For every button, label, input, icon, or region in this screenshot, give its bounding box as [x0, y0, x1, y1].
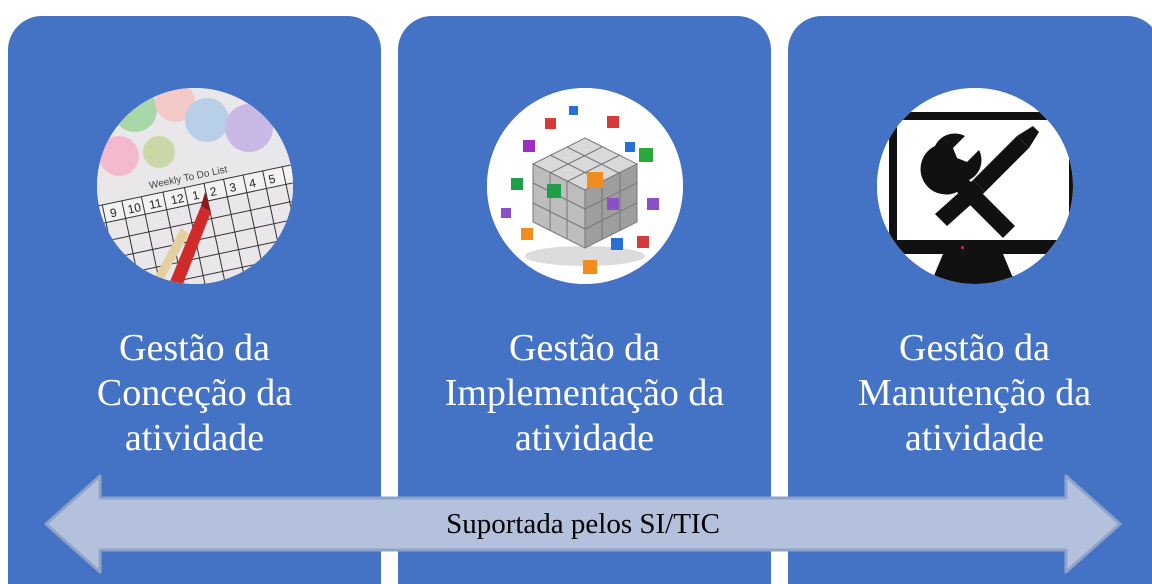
hour-label: 5: [267, 172, 277, 187]
hour-label: 10: [126, 200, 142, 217]
card-title-line: atividade: [514, 417, 655, 459]
card-title-manutencao: Gestão da Manutenção da atividade: [788, 326, 1152, 461]
stage-card-implementacao: Gestão da Implementação da atividade: [398, 16, 771, 584]
card-title-line: atividade: [124, 417, 265, 459]
hour-label: 1: [190, 188, 200, 203]
card-title-concecao: Gestão da Conceção da atividade: [8, 326, 381, 461]
hour-label: 4: [247, 176, 257, 191]
hour-label: 3: [228, 180, 238, 195]
cube-blocks-icon: [486, 88, 683, 284]
card-title-line: atividade: [904, 417, 1045, 459]
card-title-implementacao: Gestão da Implementação da atividade: [398, 326, 771, 461]
hour-label: 12: [169, 191, 185, 208]
stage-card-concecao: Weekly To Do List 8 9 10 11 12 1 2 3 4 5: [8, 16, 381, 584]
stage-card-manutencao: Gestão da Manutenção da atividade: [788, 16, 1152, 584]
card-title-line: Gestão da: [899, 327, 1050, 369]
support-arrow: Suportada pelos SI/TIC: [44, 474, 1122, 574]
arrow-label: Suportada pelos SI/TIC: [446, 507, 720, 540]
card-title-line: Implementação da: [444, 372, 725, 414]
cube-image: [486, 88, 683, 284]
hour-label: 9: [108, 205, 118, 220]
weekly-to-do-list-icon: Weekly To Do List 8 9 10 11 12 1 2 3 4 5: [96, 88, 293, 284]
card-title-line: Gestão da: [119, 327, 270, 369]
wrench-screwdriver-monitor-icon: [876, 88, 1073, 284]
card-title-line: Gestão da: [509, 327, 660, 369]
card-title-line: Conceção da: [96, 372, 293, 414]
double-arrow-shape: [44, 474, 1122, 574]
hour-label: 2: [208, 184, 218, 199]
tools-monitor-image: [876, 88, 1073, 284]
to-do-list-photo: Weekly To Do List 8 9 10 11 12 1 2 3 4 5: [96, 88, 293, 284]
card-title-line: Manutenção da: [857, 372, 1092, 414]
hour-label: 11: [147, 196, 162, 212]
